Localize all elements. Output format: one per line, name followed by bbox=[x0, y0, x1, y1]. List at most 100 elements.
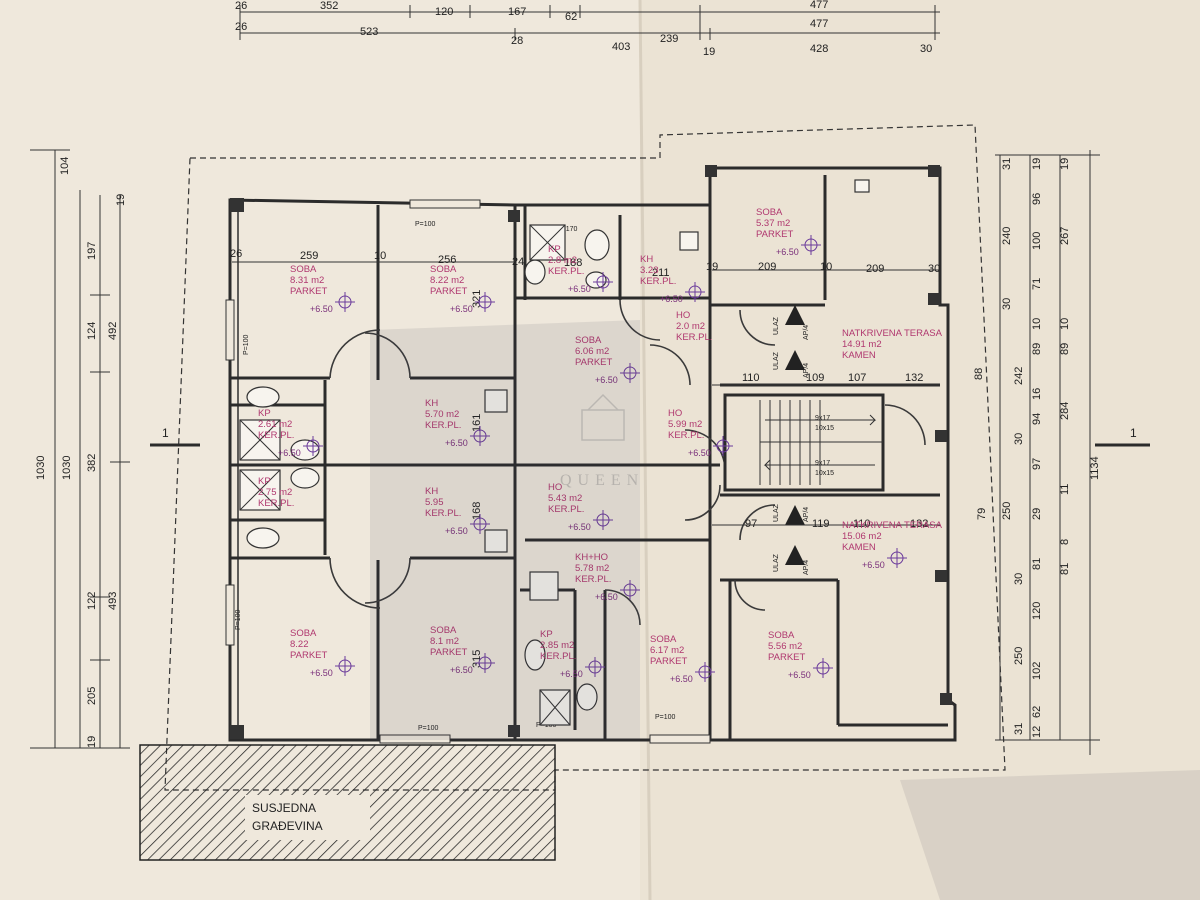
columns bbox=[230, 165, 952, 739]
dim-left-5: 197 bbox=[86, 242, 98, 260]
room-elevation: +6.50 bbox=[595, 375, 618, 385]
dim-left-2: 1030 bbox=[35, 456, 47, 480]
dim-right-c1-5: 30 bbox=[1013, 433, 1025, 445]
dim-left-6: 124 bbox=[86, 322, 98, 340]
int-dim-19: 110 bbox=[853, 518, 871, 530]
room-area: 2.8 m2 bbox=[548, 255, 577, 266]
dim-right-c1-2: 240 bbox=[1001, 227, 1013, 245]
dim-right-c4-1: 1134 bbox=[1089, 456, 1101, 480]
int-dim-16: 132 bbox=[905, 372, 923, 384]
dim-top-2: 352 bbox=[320, 0, 338, 12]
room-name: KH bbox=[425, 486, 438, 497]
room-area: 5.99 m2 bbox=[668, 419, 702, 430]
room-elevation: +6.50 bbox=[445, 526, 468, 536]
room-area: 6.17 m2 bbox=[650, 645, 684, 656]
fixtures bbox=[239, 179, 870, 726]
watermark: QUEEN bbox=[560, 393, 644, 489]
dim-right-c2-8: 94 bbox=[1031, 413, 1043, 425]
dim-top-1: 26 bbox=[235, 0, 247, 12]
room-area: 2.85 m2 bbox=[540, 640, 574, 651]
room-finish: PARKET bbox=[430, 647, 468, 658]
room-name: HO bbox=[668, 408, 682, 419]
windows: P=100 P=100 P=100 P=100 P=100 P=100 P=17… bbox=[225, 199, 711, 744]
room-name: SOBA bbox=[430, 625, 457, 636]
room-area: 8.31 m2 bbox=[290, 275, 324, 286]
room-elevation: +6.50 bbox=[278, 448, 301, 458]
dim-left-11: 492 bbox=[107, 322, 119, 340]
dim-left-10: 19 bbox=[86, 736, 98, 748]
room-finish: PARKET bbox=[290, 650, 328, 661]
entrance-ap-3: AP/4 bbox=[803, 507, 810, 522]
room-area: 8.22 bbox=[290, 639, 309, 650]
room-name: HO bbox=[676, 310, 690, 321]
int-dim-4: 256 bbox=[438, 254, 456, 266]
entrance-arrow-2 bbox=[785, 350, 805, 370]
dim-right-c1-8: 250 bbox=[1013, 647, 1025, 665]
room-finish: KER.PL. bbox=[575, 574, 611, 585]
room-area: 14.91 m2 bbox=[842, 339, 882, 350]
entrances: ULAZ AP/4 ULAZ AP/4 ULAZ AP/4 ULAZ AP/4 bbox=[773, 305, 810, 575]
room-area: 5.78 m2 bbox=[575, 563, 609, 574]
left-dimensions: 104 1030 1030 19 197 124 382 122 205 19 … bbox=[30, 149, 130, 749]
room-finish: PARKET bbox=[290, 286, 328, 297]
neighbor-label-bg bbox=[245, 795, 370, 840]
room-label: KH5.95KER.PL.+6.50 bbox=[425, 486, 490, 536]
room-name: KP bbox=[548, 244, 561, 255]
section-mark-left: 1 bbox=[162, 426, 169, 440]
entrance-label-4: ULAZ bbox=[773, 553, 780, 572]
room-finish: PARKET bbox=[650, 656, 688, 667]
room-finish: KER.PL. bbox=[258, 498, 294, 509]
dim-right-c1-7: 30 bbox=[1013, 573, 1025, 585]
watermark-text: QUEEN bbox=[560, 472, 644, 489]
dim-right-c1-6: 79 bbox=[976, 508, 988, 520]
room-finish: KAMEN bbox=[842, 542, 876, 553]
window-label-2: P=100 bbox=[243, 334, 250, 355]
room-name: SOBA bbox=[290, 264, 317, 275]
dim-right-c3-8: 8 bbox=[1059, 539, 1071, 545]
room-elevation: +6.50 bbox=[310, 668, 333, 678]
dim-right-c1-1: 31 bbox=[1001, 158, 1013, 170]
dim-top-r2-2: 523 bbox=[360, 26, 378, 38]
int-dim-20: 132 bbox=[910, 518, 928, 530]
doors bbox=[329, 299, 926, 626]
dim-left-7: 382 bbox=[86, 454, 98, 472]
dim-right-c2-9: 97 bbox=[1031, 458, 1043, 470]
neighbor-label-1: SUSJEDNA bbox=[252, 801, 316, 815]
room-area: 6.06 m2 bbox=[575, 346, 609, 357]
room-area: 5.70 m2 bbox=[425, 409, 459, 420]
room-area: 3.23 bbox=[640, 265, 659, 276]
room-name: KH bbox=[640, 254, 653, 265]
dim-right-c3-2: 267 bbox=[1059, 227, 1071, 245]
int-dim-23: 321 bbox=[471, 290, 483, 308]
window-label-3: P=100 bbox=[235, 609, 242, 630]
section-marks: 1 1 bbox=[150, 426, 1150, 447]
room-finish: PARKET bbox=[575, 357, 613, 368]
dim-right-c2-13: 102 bbox=[1031, 662, 1043, 680]
room-name: NATKRIVENA TERASA bbox=[842, 328, 943, 339]
int-dim-18: 119 bbox=[812, 518, 830, 530]
dim-right-c2-12: 120 bbox=[1031, 602, 1043, 620]
entrance-label-3: ULAZ bbox=[773, 503, 780, 522]
stair-label-3: 9x17 bbox=[815, 460, 830, 467]
room-name: NATKRIVENA TERASA bbox=[842, 520, 943, 531]
dim-right-c3-1: 19 bbox=[1059, 158, 1071, 170]
room-name: SOBA bbox=[756, 207, 783, 218]
paper-right bbox=[640, 0, 1200, 900]
room-finish: KER.PL. bbox=[258, 430, 294, 441]
dim-top-5: 62 bbox=[565, 11, 577, 23]
room-elevation: +6.50 bbox=[568, 284, 591, 294]
dim-right-c3-6: 11 bbox=[1059, 484, 1071, 495]
dim-right-c2-15: 12 bbox=[1031, 726, 1043, 738]
int-dim-3: 10 bbox=[374, 250, 386, 262]
dim-right-c2-10: 29 bbox=[1031, 508, 1043, 520]
